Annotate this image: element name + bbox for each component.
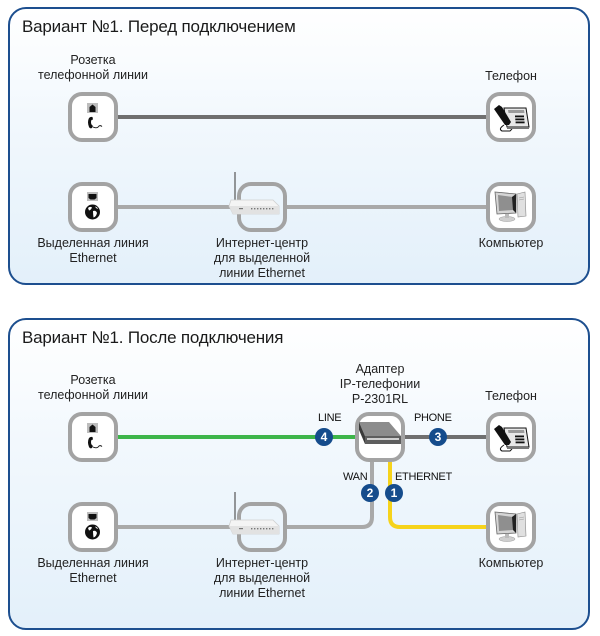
telephone-icon xyxy=(494,105,530,132)
label-line: телефонной линии xyxy=(38,388,148,402)
ethernet-line-node[interactable] xyxy=(68,502,118,552)
port-label-line: LINE xyxy=(318,412,342,424)
router-node[interactable] xyxy=(228,172,287,232)
label-line: линии Ethernet xyxy=(219,586,305,600)
label-line: Розетка xyxy=(70,53,116,67)
computer-node[interactable] xyxy=(486,502,536,552)
port-badge-phone: 3 xyxy=(429,428,447,446)
computer-label: Компьютер xyxy=(478,556,544,570)
phone-socket-label: Розетка телефонной линии xyxy=(38,373,148,403)
port-badge-line: 4 xyxy=(315,428,333,446)
ethernet-line-node[interactable] xyxy=(68,182,118,232)
panel-after-connection: Вариант №1. После подключения xyxy=(8,318,590,630)
label-line: Адаптер xyxy=(355,362,405,376)
telephone-icon xyxy=(494,425,530,452)
label-line: Выделенная линия xyxy=(37,556,149,570)
ethernet-globe-icon xyxy=(85,192,100,220)
label-line: Ethernet xyxy=(69,251,117,265)
router-label: Интернет-центр для выделенной линии Ethe… xyxy=(214,236,310,281)
label-line: Интернет-центр xyxy=(215,236,309,250)
label-line: Выделенная линия xyxy=(37,236,149,250)
label-line: IP-телефонии xyxy=(339,377,421,391)
router-node[interactable] xyxy=(228,492,287,552)
phone-socket-node[interactable] xyxy=(68,92,118,142)
phone-node[interactable] xyxy=(486,92,536,142)
phone-label: Телефон xyxy=(485,69,537,83)
phone-socket-icon xyxy=(87,103,103,129)
voip-adapter-icon xyxy=(359,422,401,444)
ethernet-line-label: Выделенная линия Ethernet xyxy=(37,556,148,586)
panel-before-connection: Вариант №1. Перед подключением xyxy=(8,7,590,285)
label-line: линии Ethernet xyxy=(219,266,305,280)
phone-label: Телефон xyxy=(485,389,537,403)
port-label-ethernet: ETHERNET xyxy=(395,471,452,483)
port-badge-ethernet: 1 xyxy=(385,484,403,502)
port-badge-wan: 2 xyxy=(361,484,379,502)
wire-router-to-adapter-wan xyxy=(287,462,374,529)
label-line: для выделенной xyxy=(213,251,311,265)
label-line: Ethernet xyxy=(69,571,117,585)
computer-label: Компьютер xyxy=(478,236,544,250)
panel-title: Вариант №1. После подключения xyxy=(22,328,284,347)
computer-icon xyxy=(494,191,527,222)
wire-adapter-to-computer-ethernet xyxy=(388,462,486,529)
label-line: Интернет-центр xyxy=(215,556,309,570)
adapter-label: Адаптер IP-телефонии P-2301RL xyxy=(340,362,420,407)
computer-node[interactable] xyxy=(486,182,536,232)
adapter-node[interactable] xyxy=(355,412,405,462)
ethernet-globe-icon xyxy=(85,512,100,540)
label-line: Розетка xyxy=(70,373,116,387)
router-icon xyxy=(228,172,280,215)
label-line: телефонной линии xyxy=(38,68,148,82)
phone-socket-icon xyxy=(87,423,103,449)
port-label-phone: PHONE xyxy=(414,412,452,424)
router-icon xyxy=(228,492,280,535)
router-label: Интернет-центр для выделенной линии Ethe… xyxy=(214,556,310,601)
computer-icon xyxy=(494,511,527,542)
phone-node[interactable] xyxy=(486,412,536,462)
label-line: P-2301RL xyxy=(351,392,409,406)
label-line: для выделенной xyxy=(213,571,311,585)
ethernet-line-label: Выделенная линия Ethernet xyxy=(37,236,148,266)
phone-socket-label: Розетка телефонной линии xyxy=(38,53,148,83)
phone-socket-node[interactable] xyxy=(68,412,118,462)
port-label-wan: WAN xyxy=(343,471,368,483)
panel-title: Вариант №1. Перед подключением xyxy=(22,17,296,36)
